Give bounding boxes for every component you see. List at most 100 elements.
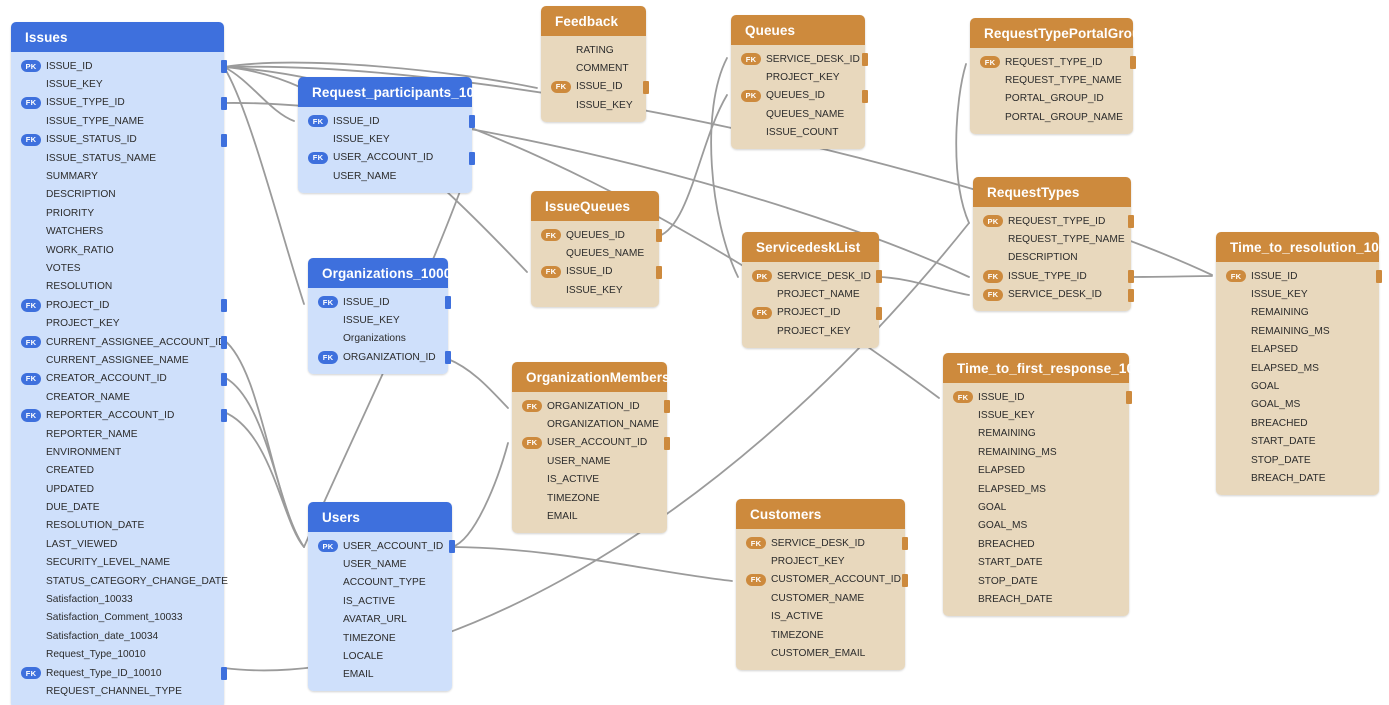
- entity-column-row[interactable]: ISSUE_STATUS_NAME: [11, 149, 224, 167]
- entity-column-row[interactable]: DESCRIPTION: [973, 249, 1131, 267]
- entity-column-row[interactable]: PROJECT_NAME: [742, 285, 879, 303]
- connector-port[interactable]: [445, 296, 451, 309]
- connector-port[interactable]: [221, 335, 227, 349]
- entity-column-row[interactable]: GOAL_MS: [943, 517, 1129, 535]
- entity-column-row[interactable]: BREACH_DATE: [943, 590, 1129, 608]
- entity-column-row[interactable]: TIMEZONE: [736, 626, 905, 644]
- entity-column-row[interactable]: ISSUE_TYPE_NAME: [11, 112, 224, 130]
- connector-port[interactable]: [1128, 270, 1134, 284]
- connector-port[interactable]: [449, 540, 455, 553]
- entity-column-row[interactable]: ISSUE_KEY: [943, 406, 1129, 424]
- connector-port[interactable]: [1126, 391, 1132, 404]
- entity-column-row[interactable]: Request_Type_10010: [11, 646, 224, 664]
- entity-column-row[interactable]: GOAL_MS: [1216, 396, 1379, 414]
- entity-column-row[interactable]: REMAINING: [943, 425, 1129, 443]
- entity-column-row[interactable]: CUSTOMER_NAME: [736, 589, 905, 607]
- entity-column-row[interactable]: ENVIRONMENT: [11, 443, 224, 461]
- entity-column-row[interactable]: PRIORITY: [11, 204, 224, 222]
- connector-port[interactable]: [221, 666, 227, 680]
- entity-column-row[interactable]: PROJECT_KEY: [736, 552, 905, 570]
- connector-port[interactable]: [656, 265, 662, 279]
- entity-column-row[interactable]: IS_ACTIVE: [512, 471, 667, 489]
- entity-column-row[interactable]: UPDATED: [11, 480, 224, 498]
- entity-column-row[interactable]: PORTAL_GROUP_NAME: [970, 108, 1133, 126]
- entity-column-row[interactable]: QUEUES_NAME: [731, 105, 865, 123]
- entity-column-row[interactable]: CREATOR_NAME: [11, 388, 224, 406]
- entity-column-row[interactable]: STOP_DATE: [943, 572, 1129, 590]
- entity-column-row[interactable]: RESOLUTION: [11, 278, 224, 296]
- entity-column-row[interactable]: GOAL: [1216, 377, 1379, 395]
- connector-port[interactable]: [469, 151, 475, 165]
- entity-column-row[interactable]: VOTES: [11, 259, 224, 277]
- entity-column-row[interactable]: REMAINING: [1216, 304, 1379, 322]
- entity-column-row[interactable]: ELAPSED_MS: [1216, 359, 1379, 377]
- entity-column-row[interactable]: USER_NAME: [298, 167, 472, 185]
- entity-column-row[interactable]: PORTAL_GROUP_ID: [970, 90, 1133, 108]
- entity-column-row[interactable]: Satisfaction_10033: [11, 590, 224, 608]
- entity-column-row[interactable]: REQUEST_CHANNEL_TYPE: [11, 682, 224, 700]
- entity-column-row[interactable]: IS_ACTIVE: [736, 608, 905, 626]
- entity-column-row[interactable]: DUE_DATE: [11, 498, 224, 516]
- entity-column-row[interactable]: CURRENT_ASSIGNEE_NAME: [11, 351, 224, 369]
- connector-port[interactable]: [656, 229, 662, 242]
- entity-column-row[interactable]: QUEUES_NAME: [531, 244, 659, 262]
- entity-column-row[interactable]: WORK_RATIO: [11, 241, 224, 259]
- connector-port[interactable]: [643, 80, 649, 94]
- entity-column-row[interactable]: BREACH_DATE: [1216, 469, 1379, 487]
- entity-column-row[interactable]: TIMEZONE: [308, 629, 452, 647]
- connector-port[interactable]: [221, 372, 227, 386]
- entity-column-row[interactable]: SUMMARY: [11, 167, 224, 185]
- connector-port[interactable]: [1130, 56, 1136, 69]
- entity-column-row[interactable]: ORGANIZATION_NAME: [512, 415, 667, 433]
- entity-column-row[interactable]: TIMEZONE: [512, 489, 667, 507]
- entity-column-row[interactable]: ISSUE_KEY: [308, 311, 448, 329]
- entity-column-row[interactable]: ELAPSED: [1216, 341, 1379, 359]
- entity-column-row[interactable]: LAST_VIEWED: [11, 535, 224, 553]
- connector-port[interactable]: [221, 409, 227, 423]
- entity-column-row[interactable]: GOAL: [943, 498, 1129, 516]
- entity-column-row[interactable]: EMAIL: [308, 666, 452, 684]
- connector-port[interactable]: [221, 60, 227, 73]
- entity-column-row[interactable]: ACCOUNT_TYPE: [308, 574, 452, 592]
- connector-port[interactable]: [221, 96, 227, 110]
- entity-column-row[interactable]: REQUEST_TYPE_NAME: [973, 230, 1131, 248]
- entity-column-row[interactable]: ISSUE_KEY: [11, 75, 224, 93]
- connector-port[interactable]: [1128, 288, 1134, 302]
- entity-column-row[interactable]: START_DATE: [1216, 433, 1379, 451]
- entity-column-row[interactable]: ELAPSED: [943, 462, 1129, 480]
- connector-port[interactable]: [876, 270, 882, 283]
- entity-column-row[interactable]: EMAIL: [512, 507, 667, 525]
- connector-port[interactable]: [862, 89, 868, 103]
- connector-port[interactable]: [664, 400, 670, 413]
- connector-port[interactable]: [902, 537, 908, 550]
- entity-column-row[interactable]: USER_NAME: [308, 555, 452, 573]
- connector-port[interactable]: [445, 351, 451, 365]
- entity-column-row[interactable]: LOCALE: [308, 647, 452, 665]
- entity-column-row[interactable]: REMAINING_MS: [943, 443, 1129, 461]
- entity-column-row[interactable]: ISSUE_KEY: [531, 281, 659, 299]
